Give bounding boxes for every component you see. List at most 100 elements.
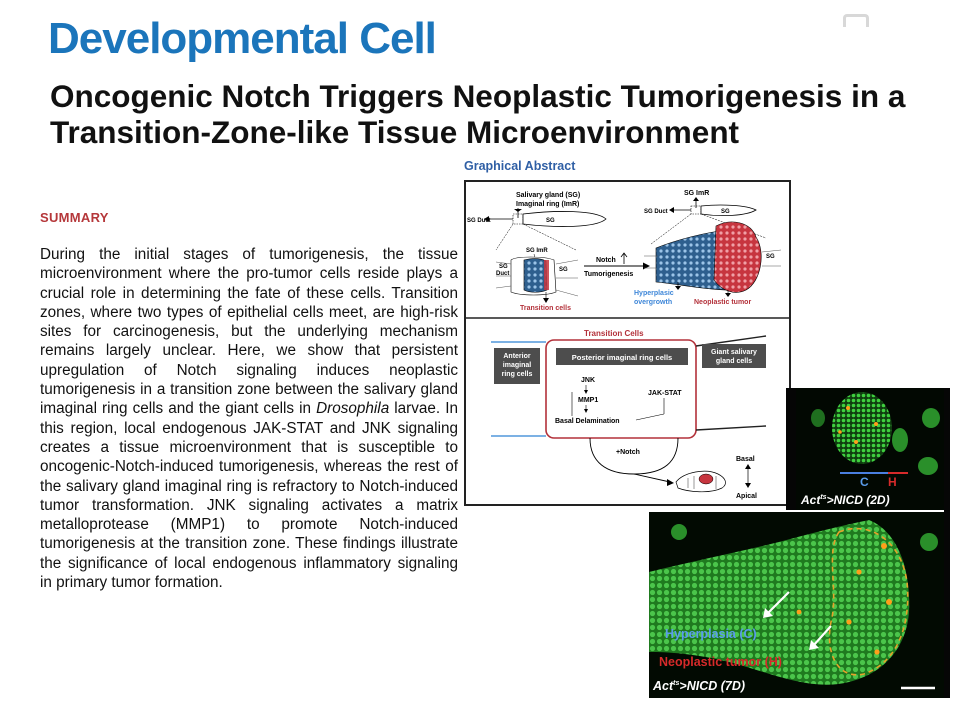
tumor-cell [796,609,802,615]
sg-imr-label: SG ImR [526,248,548,254]
transition-cells-label: Transition cells [520,305,571,312]
journal-name: Developmental Cell [48,14,437,63]
zoom-line [522,223,577,251]
anterior-cells-box [494,348,540,384]
tumor-cell [856,569,862,575]
neoplastic-tumor-label: Neoplastic tumor [694,299,751,306]
tumor-cell [874,422,878,426]
overgrowth-label: overgrowth [634,299,672,306]
transition-cells-title: Transition Cells [584,329,644,338]
arrow-down-icon [725,293,731,297]
arrow-left-icon [669,207,674,213]
basal-label: Basal [736,456,755,463]
tumor-boundary [828,527,909,676]
sg-label-right: SG [721,209,730,215]
hyperplasia-label: Hyperplasia (C) [665,627,757,641]
jak-stat-label: JAK-STAT [648,390,682,397]
arrow-up-icon [745,464,751,469]
anterior-label: Anterior [503,353,531,360]
notch-curve [589,437,679,475]
tumor-cell [838,430,842,434]
tumor-cell [881,543,887,549]
tumor-cell [846,406,850,410]
tissue-region [832,392,892,464]
tissue-blob [922,408,940,428]
micrograph-7d: Hyperplasia (C) Neoplastic tumor (H) Act… [649,512,944,698]
basal-line-black [695,425,767,431]
sg-duct-label-mid: Duct [496,271,509,277]
arrow-up-icon [693,197,699,201]
arrow-down-icon [543,298,549,303]
graphical-abstract-label: Graphical Abstract [464,159,576,173]
hyperplasic-label: Hyperplasic [634,290,674,297]
arrow-icon [763,608,773,618]
arrow-right-icon [667,479,674,486]
c-label: C [860,475,869,489]
posterior-label: Posterior imaginal ring cells [572,353,672,362]
imr-label: Imaginal ring (ImR) [516,201,579,208]
arrow-icon [809,640,819,650]
micrograph-2d: C H Actts>NICD (2D) [796,388,944,510]
basal-delamination-label: Basal Delamination [555,418,620,425]
notch-label: Notch [596,257,616,264]
cell-border [495,261,512,265]
h-label: H [888,475,897,489]
tissue-blob [918,457,938,475]
sg-duct-label-mid: SG [499,264,508,270]
imaginal-ring-cells [523,258,548,293]
sg-imr-label-right: SG ImR [684,190,709,197]
jnk-label: JNK [581,377,595,384]
arrow-head-icon [514,209,522,212]
figure-edge [944,388,950,698]
apical-label: Apical [736,493,757,500]
cell-border [761,249,782,253]
plus-notch-label: +Notch [616,449,640,456]
arrow-down-icon [584,390,588,394]
genotype-2d: Actts>NICD (2D) [800,493,890,507]
sg-duct-label-right: SG Duct [644,209,668,215]
pathway-line [635,413,665,421]
giant-cells-box [702,344,766,368]
arrow-down-icon [584,409,588,413]
posterior-cells-box [556,348,688,365]
imaginal-label: imaginal [503,362,531,369]
tumor-cell [874,649,880,655]
gland-cells-label: gland cells [716,358,752,365]
graphical-abstract-figure: Salivary gland (SG) Imaginal ring (ImR) … [464,180,791,506]
arrow-left-icon [484,216,489,222]
article-title: Oncogenic Notch Triggers Neoplastic Tumo… [50,78,906,150]
salivary-gland-shape [522,211,607,227]
tumorigenesis-label: Tumorigenesis [584,271,633,278]
larva-tumor-icon [698,473,714,485]
genotype-7d: Actts>NICD (7D) [652,679,745,693]
tumor-arrow [812,625,832,647]
tumor-cell [886,599,892,605]
transition-zone [544,260,549,290]
sg-duct-label: SG Duct [467,218,491,224]
sg-label-left: SG [546,218,555,224]
summary-heading: SUMMARY [40,210,109,225]
hyperplasia-arrow [766,591,790,615]
zoom-line [650,213,692,245]
ring-cells-label: ring cells [502,371,533,378]
figure-edge [786,388,796,510]
transition-cells-box [545,339,697,439]
neoplastic-label: Neoplastic tumor (H) [659,655,782,669]
sg-label-right: SG [766,254,775,260]
cell-border [555,259,579,265]
arrow-down-icon [675,286,681,290]
salivary-gland-shape [700,204,757,217]
tumor-cell [846,619,852,625]
tumor-cell [854,440,858,444]
arrow-down-icon [745,483,751,488]
arrow-up-icon [620,252,628,264]
sg-label: Salivary gland (SG) [516,192,580,199]
arrow-right-icon [643,262,650,270]
tissue-blob [920,533,938,551]
cell-border [555,289,579,297]
notch-arrow [633,473,671,483]
giant-label: Giant salivary [711,349,757,356]
corner-logo-icon [843,14,869,27]
summary-text: During the initial stages of tumorigenes… [40,246,459,592]
tissue-blob [811,409,825,427]
